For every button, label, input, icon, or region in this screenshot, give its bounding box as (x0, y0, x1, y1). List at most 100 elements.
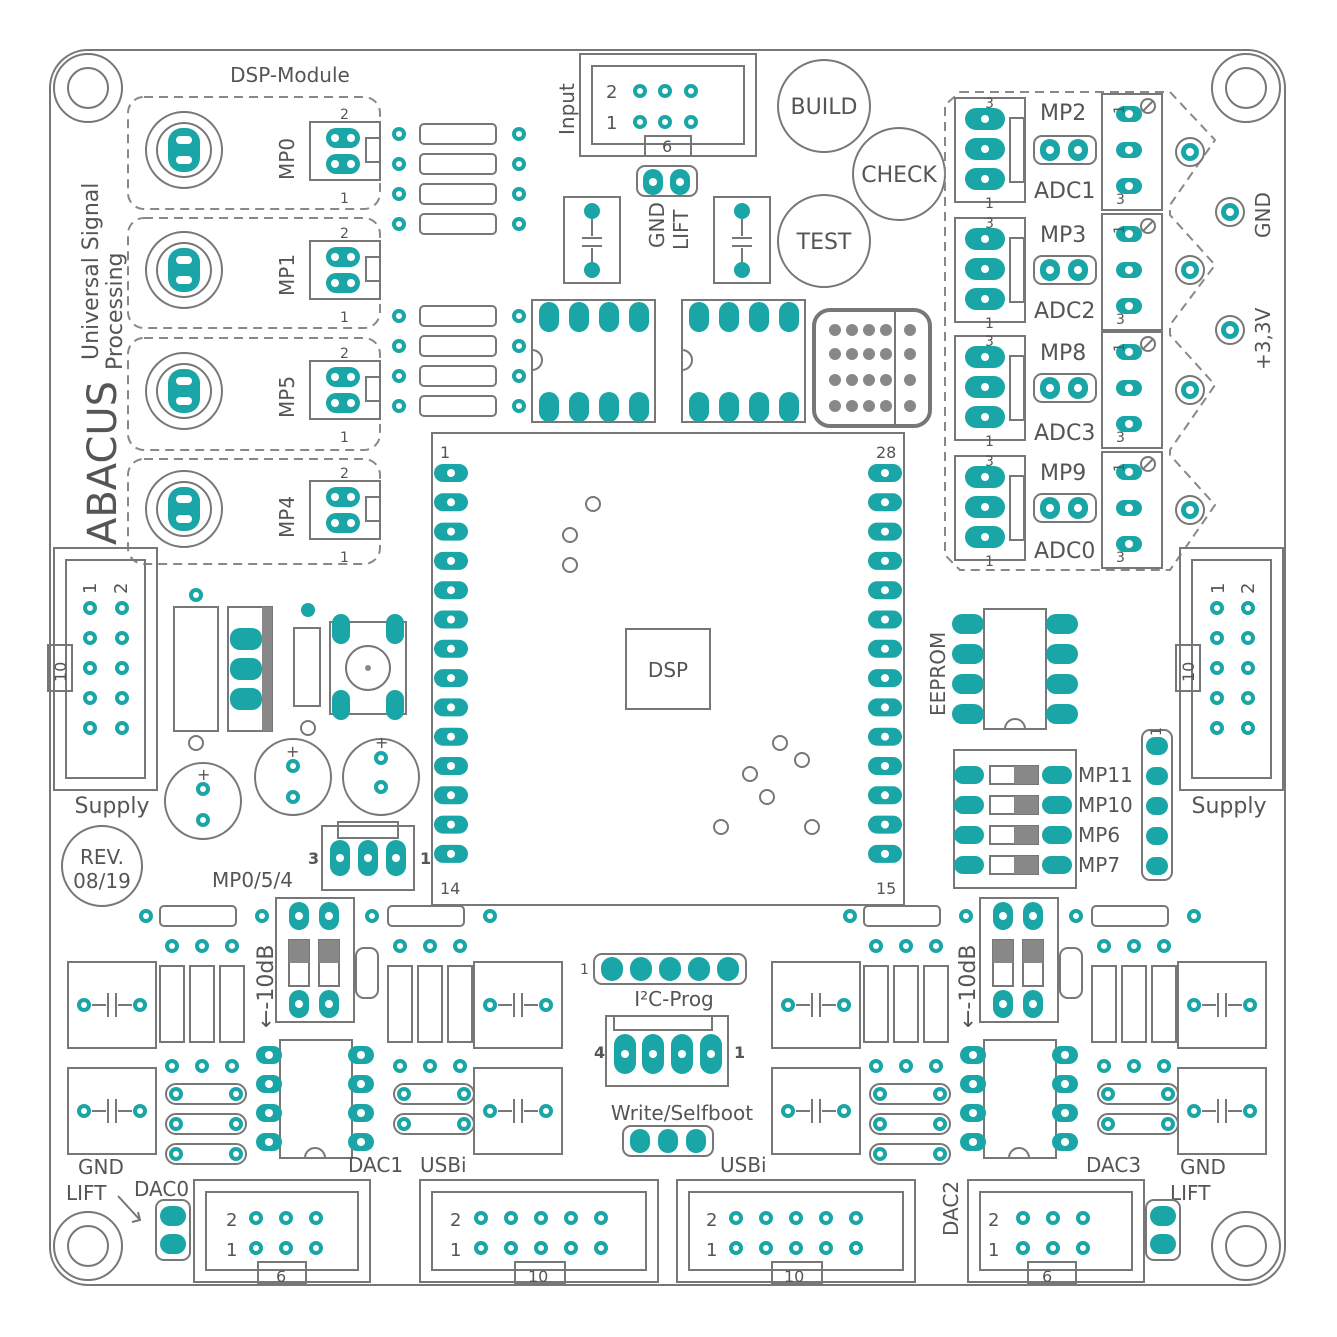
dac0-conn-pin2: 2 (226, 1210, 237, 1231)
input-connector[interactable] (579, 53, 757, 157)
mp5-pin2: 2 (340, 346, 349, 362)
gnd-lift-left-gnd: GND (78, 1155, 124, 1179)
eeprom-label: EEPROM (926, 632, 950, 716)
mounting-hole-tl (53, 53, 123, 123)
dsp-pin15: 15 (876, 879, 896, 898)
dac2-conn-count: 6 (1042, 1267, 1052, 1286)
gnd-lift-vert-lift: LIFT (669, 209, 693, 250)
svg-text:+: + (197, 765, 210, 784)
jack-mp1[interactable] (145, 231, 223, 309)
input-label: Input (555, 83, 579, 135)
jack-mp0[interactable] (145, 111, 223, 189)
input-pin1: 1 (606, 113, 617, 134)
svg-text:3: 3 (985, 96, 994, 112)
mp0-connector[interactable] (309, 121, 381, 181)
gnd-lift-jumper-left[interactable] (155, 1199, 191, 1261)
dsp-pins-left (434, 464, 468, 863)
svg-text:1: 1 (1112, 463, 1128, 472)
input-pin-count: 6 (662, 137, 672, 156)
jack-mp4[interactable] (145, 470, 223, 548)
dac2-conn-pin2: 2 (988, 1210, 999, 1231)
mp1-connector[interactable] (309, 240, 381, 300)
dsp-pin28: 28 (876, 443, 896, 462)
input-pin2: 2 (606, 82, 617, 103)
usbi-connector-left[interactable] (419, 1179, 659, 1285)
minus10db-left: ←-10dB (254, 945, 279, 1028)
electrolytic-caps: +++ (164, 733, 420, 840)
dip8-ic-left (531, 299, 656, 423)
write-selfboot-label: Write/Selfboot (611, 1101, 753, 1125)
mp-header-vertical[interactable] (1141, 729, 1173, 881)
capacitor-box-right (713, 196, 771, 284)
jack-mp5[interactable] (145, 352, 223, 430)
test-label: TEST (796, 230, 852, 255)
dac3-label: DAC3 (1086, 1153, 1141, 1177)
dsp-pins-right (868, 464, 902, 863)
i2c-top-pin1: 1 (580, 962, 589, 978)
dac1-label: DAC1 (348, 1153, 403, 1177)
mp0-pin1: 1 (340, 191, 349, 207)
rev-date: 08/19 (73, 869, 131, 893)
usbi-connector-right[interactable] (676, 1179, 916, 1285)
rev-label: REV. (80, 845, 124, 869)
i2c-conn-pin1: 1 (734, 1043, 745, 1062)
usbi-right-pin1: 1 (706, 1240, 717, 1261)
mp1-pin2: 2 (340, 226, 349, 242)
mp-selector-connector[interactable] (321, 821, 415, 891)
usbi-label-left: USBi (420, 1153, 467, 1177)
v33-tp-label: +3,3V (1251, 307, 1275, 370)
gnd-lift-jumper-right[interactable] (1145, 1199, 1181, 1261)
svg-text:1: 1 (985, 434, 994, 450)
gnd-lift-jumper-top[interactable] (636, 165, 698, 197)
i2c-prog-connector[interactable] (605, 1015, 729, 1087)
svg-text:3: 3 (985, 334, 994, 350)
mp1-label: MP1 (275, 254, 299, 296)
mp4-connector[interactable] (309, 480, 381, 540)
dip8-ic-right (681, 299, 806, 423)
mp0-label: MP0 (275, 138, 299, 180)
svg-text:1: 1 (985, 316, 994, 332)
config-pin-matrix (812, 308, 932, 428)
i2c-prog-header-top[interactable] (593, 953, 747, 985)
dip-mp11: MP11 (1078, 763, 1133, 787)
adc0-label: ADC0 (1034, 539, 1095, 564)
svg-text:+: + (375, 733, 388, 752)
board-outline (49, 49, 1286, 1286)
capacitor-box-left (563, 196, 621, 284)
mp1-pin1: 1 (340, 310, 349, 326)
dac0-conn-count: 6 (276, 1267, 286, 1286)
mp-selector-pin1: 1 (420, 849, 431, 868)
write-selfboot-jumper[interactable] (622, 1125, 714, 1157)
i2c-conn-pin4: 4 (594, 1043, 605, 1062)
usbi-left-pin2: 2 (450, 1210, 461, 1231)
svg-text:3: 3 (1116, 550, 1125, 566)
resistor-row-mid (392, 305, 526, 417)
reset-button[interactable] (329, 614, 407, 720)
supply-connector-left[interactable] (47, 547, 158, 791)
dsp-label: DSP (648, 658, 688, 682)
svg-text:1: 1 (1112, 105, 1128, 114)
dac2-connector[interactable] (967, 1179, 1145, 1285)
svg-text:3: 3 (1116, 430, 1125, 446)
mp4-pin2: 2 (340, 466, 349, 482)
mp-dip-switch[interactable] (953, 749, 1077, 889)
mp5-label: MP5 (275, 376, 299, 418)
supply-right-pin1: 1 (1208, 583, 1229, 594)
svg-text:1: 1 (1112, 343, 1128, 352)
mp5-connector[interactable] (309, 360, 381, 420)
dac0-connector[interactable] (193, 1179, 371, 1285)
supply-header-pins (83, 601, 1255, 735)
mp-selector-pin3: 3 (308, 849, 319, 868)
resistor-row-top (392, 123, 526, 235)
mp-header-pin1: 1 (1149, 727, 1165, 736)
supply-right-count: 10 (1179, 662, 1198, 682)
supply-left-label: Supply (75, 794, 150, 819)
svg-text:1: 1 (1112, 225, 1128, 234)
usbi-right-count: 10 (784, 1267, 804, 1286)
supply-connector-right[interactable] (1175, 547, 1284, 791)
svg-text:1: 1 (985, 554, 994, 570)
dsp-module-label: DSP-Module (230, 63, 350, 87)
test-points-right (1175, 137, 1245, 525)
mp-selector-label: MP0/5/4 (212, 868, 293, 892)
